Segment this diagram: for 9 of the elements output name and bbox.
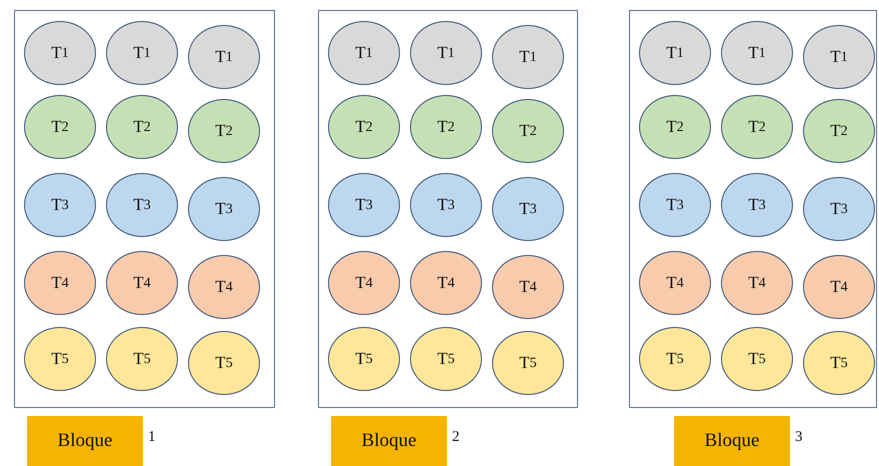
block-label: Bloque (674, 416, 790, 466)
block-label: Bloque (331, 416, 447, 466)
block-label: Bloque (27, 416, 143, 466)
block-number: 3 (795, 429, 802, 446)
block-number: 1 (148, 429, 156, 446)
block-number: 2 (452, 429, 460, 446)
block-frame (318, 10, 578, 408)
block-frame (14, 10, 275, 408)
block-frame (629, 10, 877, 408)
